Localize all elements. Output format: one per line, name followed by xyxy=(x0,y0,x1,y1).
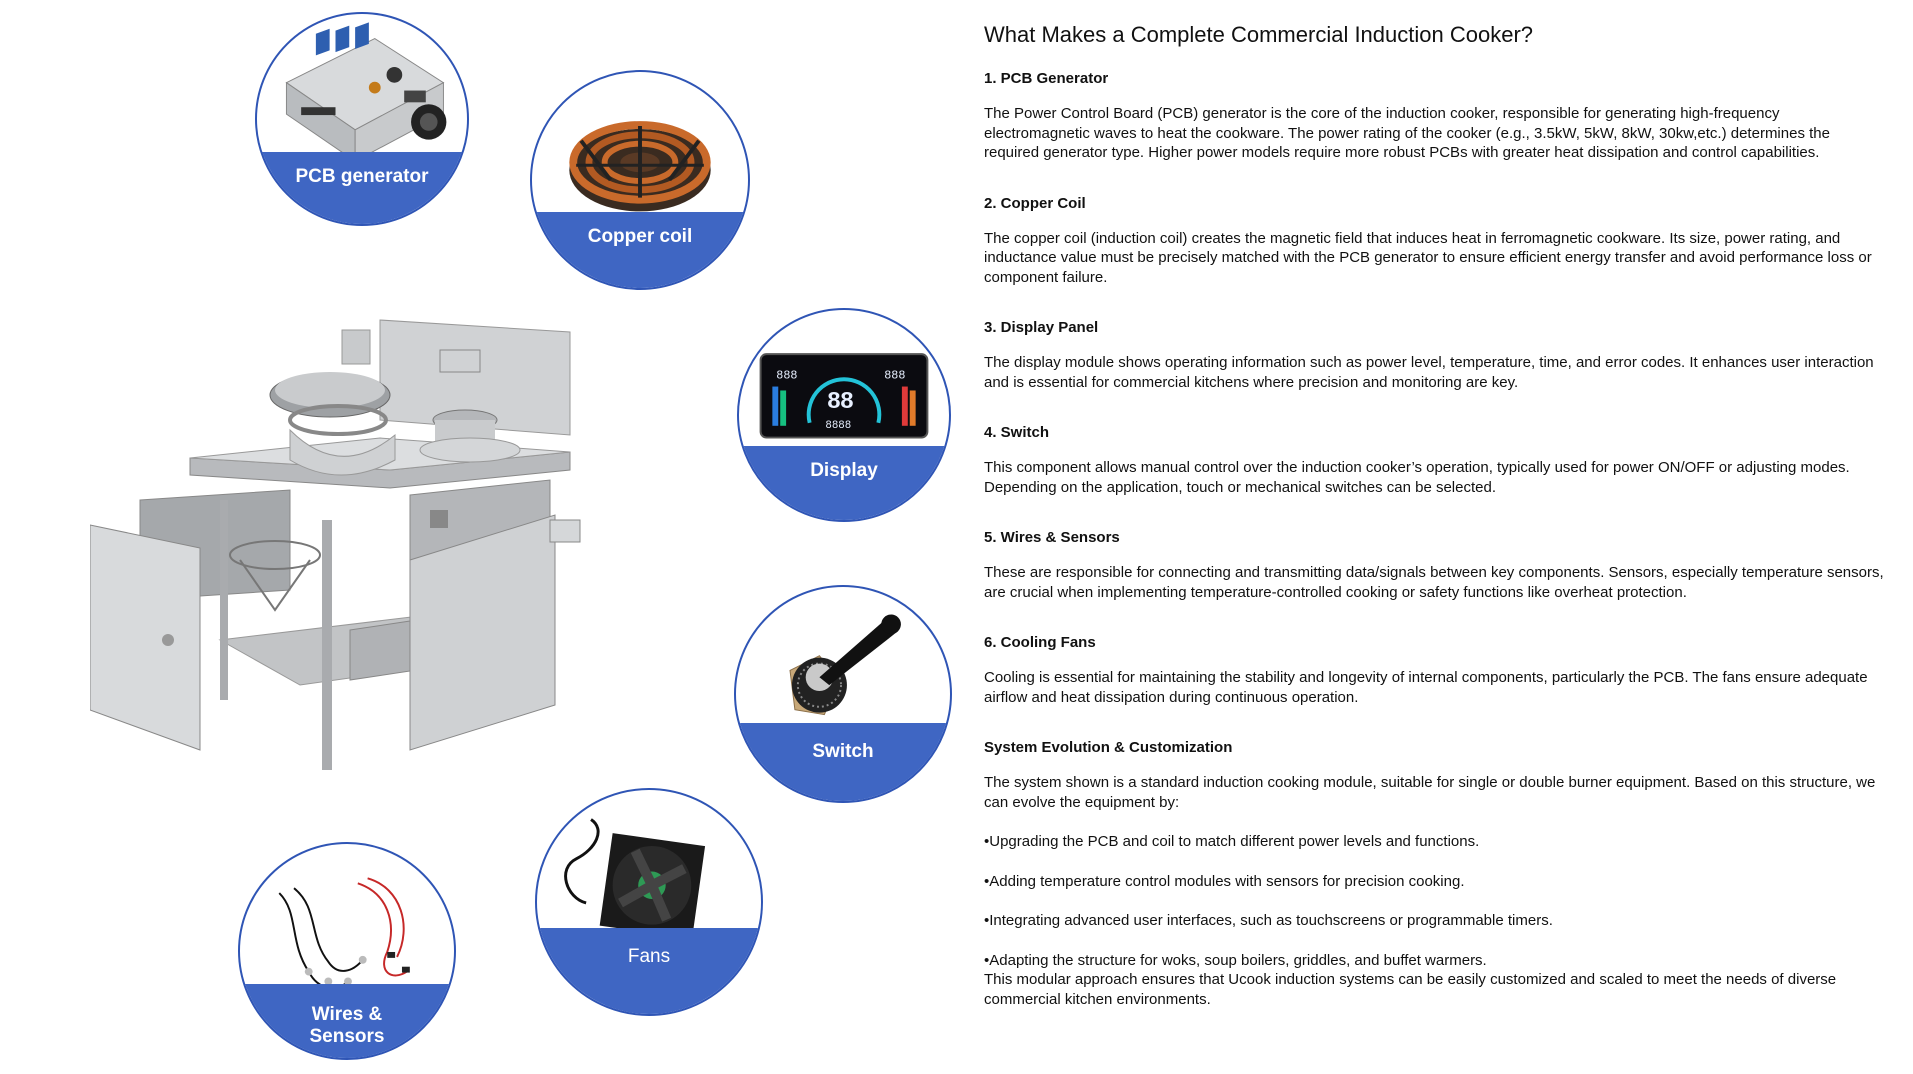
section-switch: 4. Switch This component allows manual c… xyxy=(984,424,1884,497)
section-body: The Power Control Board (PCB) generator … xyxy=(984,105,1830,161)
pcb-generator-label-band: PCB generator xyxy=(257,152,467,224)
page-title: What Makes a Complete Commercial Inducti… xyxy=(984,22,1534,47)
section-body: The copper coil (induction coil) creates… xyxy=(984,229,1872,286)
section-heading: 5. Wires & Sensors xyxy=(984,529,1120,546)
section-wires-sensors: 5. Wires & Sensors These are responsible… xyxy=(984,529,1884,602)
exploded-induction-cooker-illustration xyxy=(90,319,581,770)
pcb-board-illustration xyxy=(285,22,447,163)
display-circle: 888 888 88 8888 Display xyxy=(737,308,951,522)
display-right-readout: 888 xyxy=(884,369,905,383)
pcb-generator-label: PCB generator xyxy=(295,166,429,187)
copper-coil-label: Copper coil xyxy=(587,226,693,247)
wires-sensors-circle: Wires & Sensors xyxy=(238,842,456,1060)
section-body: The display module shows operating infor… xyxy=(984,354,1874,391)
section-heading: System Evolution & Customization xyxy=(984,739,1233,756)
copper-coil-circle: Copper coil xyxy=(530,70,750,290)
section-body: Cooling is essential for maintaining the… xyxy=(984,669,1868,706)
pcb-generator-circle: PCB generator xyxy=(255,12,469,226)
copper-coil-illustration xyxy=(569,121,711,212)
section-body: This component allows manual control ove… xyxy=(984,459,1850,496)
section-body: The system shown is a standard induction… xyxy=(984,774,1876,811)
evolution-bullet: •Upgrading the PCB and coil to match dif… xyxy=(984,833,1480,850)
switch-label: Switch xyxy=(812,741,874,762)
display-panel-illustration: 888 888 88 8888 xyxy=(759,353,929,439)
section-heading: 6. Cooling Fans xyxy=(984,634,1096,651)
fans-circle: Fans xyxy=(535,788,763,1016)
section-cooling-fans: 6. Cooling Fans Cooling is essential for… xyxy=(984,634,1884,707)
switch-circle: Switch xyxy=(734,585,952,803)
section-system-evolution: System Evolution & Customization The sys… xyxy=(984,739,1884,812)
display-label: Display xyxy=(810,460,878,481)
section-heading: 1. PCB Generator xyxy=(984,70,1109,87)
evolution-bullet: •Adapting the structure for woks, soup b… xyxy=(984,951,1487,969)
evolution-bullet: •Integrating advanced user interfaces, s… xyxy=(984,912,1553,929)
display-label-band: Display xyxy=(739,446,949,520)
section-pcb-generator: 1. PCB Generator The Power Control Board… xyxy=(984,70,1884,163)
copper-coil-label-band: Copper coil xyxy=(532,212,748,288)
evolution-bullet: •Adding temperature control modules with… xyxy=(984,872,1465,890)
wires-sensors-label-line2: Sensors xyxy=(309,1026,385,1047)
section-heading: 2. Copper Coil xyxy=(984,194,1086,212)
section-heading: 3. Display Panel xyxy=(984,319,1099,336)
section-display-panel: 3. Display Panel The display module show… xyxy=(984,319,1884,392)
wires-sensors-label-line1: Wires & xyxy=(311,1004,383,1025)
display-center-readout: 88 xyxy=(827,387,853,413)
switch-illustration xyxy=(789,614,901,716)
closing-paragraph: This modular approach ensures that Ucook… xyxy=(984,971,1837,1008)
section-body: These are responsible for connecting and… xyxy=(984,564,1884,601)
display-left-readout: 888 xyxy=(776,369,797,383)
wires-sensors-label-band: Wires & Sensors xyxy=(240,984,454,1058)
switch-label-band: Switch xyxy=(736,723,950,801)
section-copper-coil: 2. Copper Coil The copper coil (inductio… xyxy=(984,195,1884,288)
section-heading: 4. Switch xyxy=(984,424,1050,441)
fans-label: Fans xyxy=(627,946,671,967)
content-column: What Makes a Complete Commercial Inducti… xyxy=(984,22,1884,1009)
display-bottom-readout: 8888 xyxy=(825,420,851,432)
fans-label-band: Fans xyxy=(537,928,761,1014)
